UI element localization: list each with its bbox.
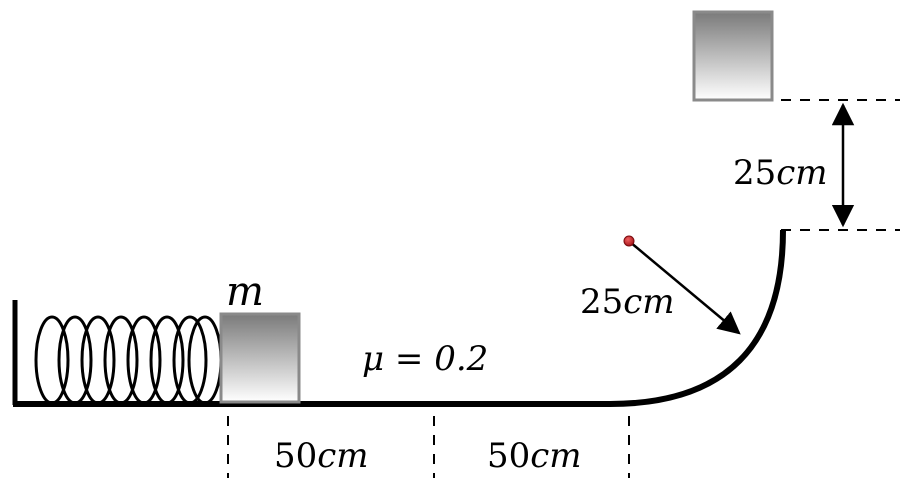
block-top [692,10,774,102]
spring [34,315,223,405]
height-label: 25cm [733,153,828,193]
segment-2-label: 50cm [487,436,582,476]
track [13,229,786,407]
height-markers [781,99,900,231]
block-mass [219,312,301,404]
radius-label: 25cm [580,282,675,322]
friction-label: μ = 0.2 [362,339,488,379]
arc-center-dot [623,235,635,247]
segment-1-label: 50cm [274,436,369,476]
radius-arrow [629,241,741,335]
mass-label: m [226,269,264,315]
